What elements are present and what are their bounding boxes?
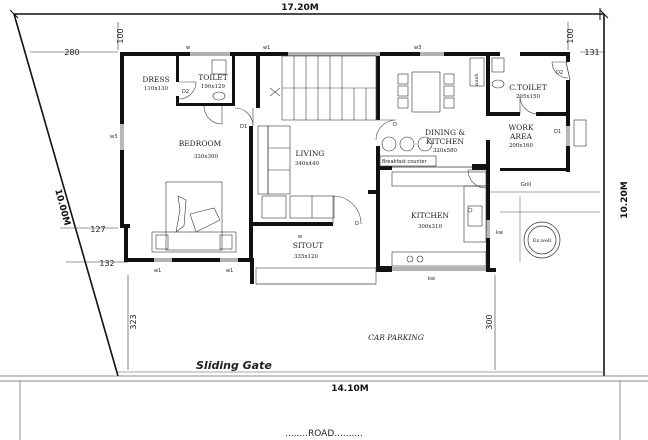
dim-right-depth: 10.20M xyxy=(620,181,630,218)
dim-bottom-width: 14.10M xyxy=(331,384,368,394)
sofa-set xyxy=(257,125,335,219)
room-toilet-size: 190x129 xyxy=(201,84,226,90)
dim-132: 132 xyxy=(99,259,114,268)
label-car-parking: CAR PARKING xyxy=(368,333,424,342)
label-kw-2: kw xyxy=(428,276,435,282)
room-kitchen-name: KITCHEN xyxy=(411,211,449,220)
room-bedroom-size: 320x300 xyxy=(194,154,219,160)
existing-well xyxy=(523,221,561,259)
label-d2-left: D2 xyxy=(182,89,189,95)
room-living-size: 340x440 xyxy=(295,161,320,167)
sitout-step xyxy=(255,267,377,285)
label-w-top: w xyxy=(186,45,190,51)
plot-boundary xyxy=(13,13,605,377)
room-bedroom-name: BEDROOM xyxy=(179,139,222,148)
room-dining-line1: DINING & xyxy=(425,128,465,137)
room-work-size: 200x160 xyxy=(509,143,534,149)
grill-area xyxy=(490,191,600,262)
label-w3-top: w3 xyxy=(414,45,421,51)
label-w-sitout: w xyxy=(298,234,302,240)
room-living-name: LIVING xyxy=(296,149,325,158)
label-w1-top: w1 xyxy=(263,45,270,51)
breakfast-stools xyxy=(381,136,433,152)
label-sliding-gate: Sliding Gate xyxy=(196,359,272,372)
label-d1-work: D1 xyxy=(554,129,561,135)
dim-100-right: 100 xyxy=(566,28,575,43)
label-wash: wash xyxy=(474,73,480,87)
label-d2-right: D2 xyxy=(556,70,563,76)
dining-table xyxy=(397,71,455,113)
room-dining-line2: KITCHEN xyxy=(426,137,464,146)
room-ctoilet-name: C.TOILET xyxy=(509,83,546,92)
label-d1-bed: D1 xyxy=(240,124,247,130)
dimension-lines xyxy=(30,22,604,370)
windows-and-openings xyxy=(120,52,571,271)
dim-127: 127 xyxy=(90,225,105,234)
walls xyxy=(120,52,570,284)
room-ctoilet-size: 205x150 xyxy=(516,94,541,100)
label-road: ........ROAD.......... xyxy=(285,429,363,439)
room-dress-name: DRESS xyxy=(142,75,169,84)
room-dining-size: 320x580 xyxy=(433,148,458,154)
bed xyxy=(151,181,237,253)
label-breakfast-counter: Breakfast counter xyxy=(382,159,428,165)
room-toilet-name: TOILET xyxy=(198,73,228,82)
label-d-main: D xyxy=(355,221,359,227)
breakfast-counter xyxy=(379,155,437,167)
room-dress-size: 110x130 xyxy=(144,86,169,92)
label-kw-1: kw xyxy=(496,230,503,236)
label-w1-bed1: w1 xyxy=(154,268,161,274)
dim-323: 323 xyxy=(129,314,138,329)
work-area-sink xyxy=(573,119,587,147)
dim-left-depth: 10.00M xyxy=(52,188,71,227)
label-w1-bed2: w1 xyxy=(226,268,233,274)
label-grill: Grill xyxy=(521,182,531,188)
label-ex-well: Ex.well xyxy=(533,238,552,244)
kitchen-counter xyxy=(391,171,487,267)
boundary-ticks xyxy=(9,8,609,20)
dim-280: 280 xyxy=(64,48,79,57)
label-d-kitchen: D xyxy=(393,122,397,128)
c-toilet-fixtures xyxy=(491,57,505,89)
toilet-fixtures xyxy=(211,59,227,101)
room-kitchen-size: 300x310 xyxy=(418,224,443,230)
front-boundary xyxy=(0,375,648,440)
wash-basin xyxy=(469,57,485,87)
dim-300: 300 xyxy=(485,314,494,329)
dim-top-width: 17.20M xyxy=(281,3,318,13)
label-w3-left: w3 xyxy=(110,134,117,140)
room-sitout-name: SITOUT xyxy=(293,241,324,250)
dim-100-left: 100 xyxy=(116,28,125,43)
room-sitout-size: 335x120 xyxy=(294,254,319,260)
staircase xyxy=(269,55,377,121)
dim-131: 131 xyxy=(584,48,599,57)
room-work-line1: WORK xyxy=(508,123,534,132)
room-work-line2: AREA xyxy=(509,132,533,141)
